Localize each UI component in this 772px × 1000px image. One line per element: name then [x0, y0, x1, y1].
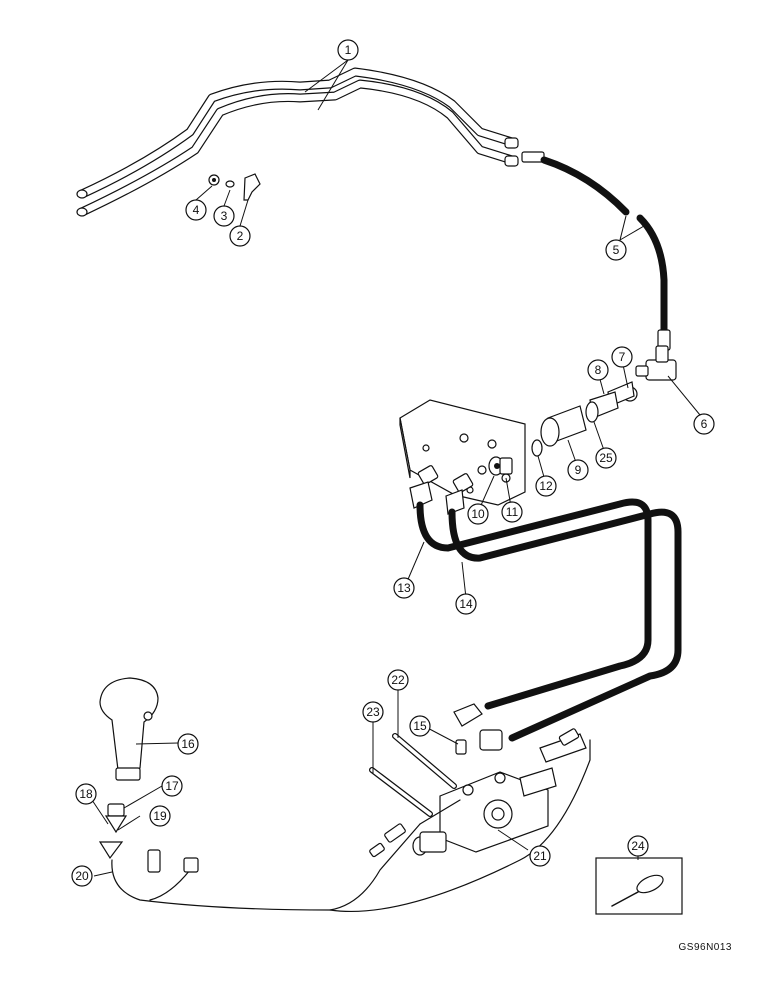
shift-handle — [99, 677, 159, 781]
control-valve — [412, 733, 587, 856]
callout-19-label: 19 — [153, 809, 167, 823]
callout-24: 24 — [627, 835, 649, 857]
callout-25: 25 — [595, 447, 617, 469]
callout-18-label: 18 — [79, 787, 93, 801]
callout-2: 2 — [229, 225, 251, 247]
callout-25-label: 25 — [599, 451, 613, 465]
clip-hardware — [208, 173, 261, 201]
callout-24-label: 24 — [631, 839, 645, 853]
callout-14-label: 14 — [459, 597, 473, 611]
drawing-reference: GS96N013 — [678, 942, 732, 953]
callout-4: 4 — [185, 199, 207, 221]
callout-11: 11 — [501, 501, 523, 523]
callout-21: 21 — [529, 845, 551, 867]
callout-20: 20 — [71, 865, 93, 887]
callout-1-label: 1 — [345, 43, 352, 57]
callout-2-label: 2 — [237, 229, 244, 243]
callout-17-label: 17 — [165, 779, 179, 793]
callout-10: 10 — [467, 503, 489, 525]
callout-3: 3 — [213, 205, 235, 227]
callout-12: 12 — [535, 475, 557, 497]
callout-6: 6 — [693, 413, 715, 435]
callout-7-label: 7 — [619, 350, 626, 364]
hoses-long — [409, 465, 682, 742]
callout-13-label: 13 — [397, 581, 411, 595]
callout-9-label: 9 — [575, 463, 582, 477]
clamp-box — [595, 857, 683, 915]
callout-17: 17 — [161, 775, 183, 797]
callout-16-label: 16 — [181, 737, 195, 751]
elbow-and-rods — [369, 703, 503, 817]
callout-13: 13 — [393, 577, 415, 599]
callout-22: 22 — [387, 669, 409, 691]
bulkhead-fittings — [488, 456, 513, 476]
callout-11-label: 11 — [506, 505, 519, 519]
callout-7: 7 — [611, 346, 633, 368]
callout-4-label: 4 — [193, 203, 200, 217]
callout-5: 5 — [605, 239, 627, 261]
callout-15-label: 15 — [413, 719, 427, 733]
callout-22-label: 22 — [391, 673, 405, 687]
wiring-harness — [111, 728, 591, 913]
tee-fitting — [635, 345, 677, 381]
callout-3-label: 3 — [221, 209, 228, 223]
steel-tubes — [76, 67, 519, 217]
callout-8: 8 — [587, 359, 609, 381]
callout-18: 18 — [75, 783, 97, 805]
callout-5-label: 5 — [613, 243, 620, 257]
callout-23-label: 23 — [366, 705, 380, 719]
callout-21-label: 21 — [533, 849, 547, 863]
callout-16: 16 — [177, 733, 199, 755]
hose-upper — [521, 151, 671, 351]
callout-19: 19 — [149, 805, 171, 827]
callout-9: 9 — [567, 459, 589, 481]
callout-15: 15 — [409, 715, 431, 737]
coupler-assembly — [531, 381, 638, 457]
callout-1: 1 — [337, 39, 359, 61]
callout-6-label: 6 — [701, 417, 708, 431]
callout-12-label: 12 — [539, 479, 553, 493]
callout-14: 14 — [455, 593, 477, 615]
callout-8-label: 8 — [595, 363, 602, 377]
callout-20-label: 20 — [75, 869, 89, 883]
callout-10-label: 10 — [471, 507, 485, 521]
callout-23: 23 — [362, 701, 384, 723]
switch-parts — [98, 803, 199, 873]
